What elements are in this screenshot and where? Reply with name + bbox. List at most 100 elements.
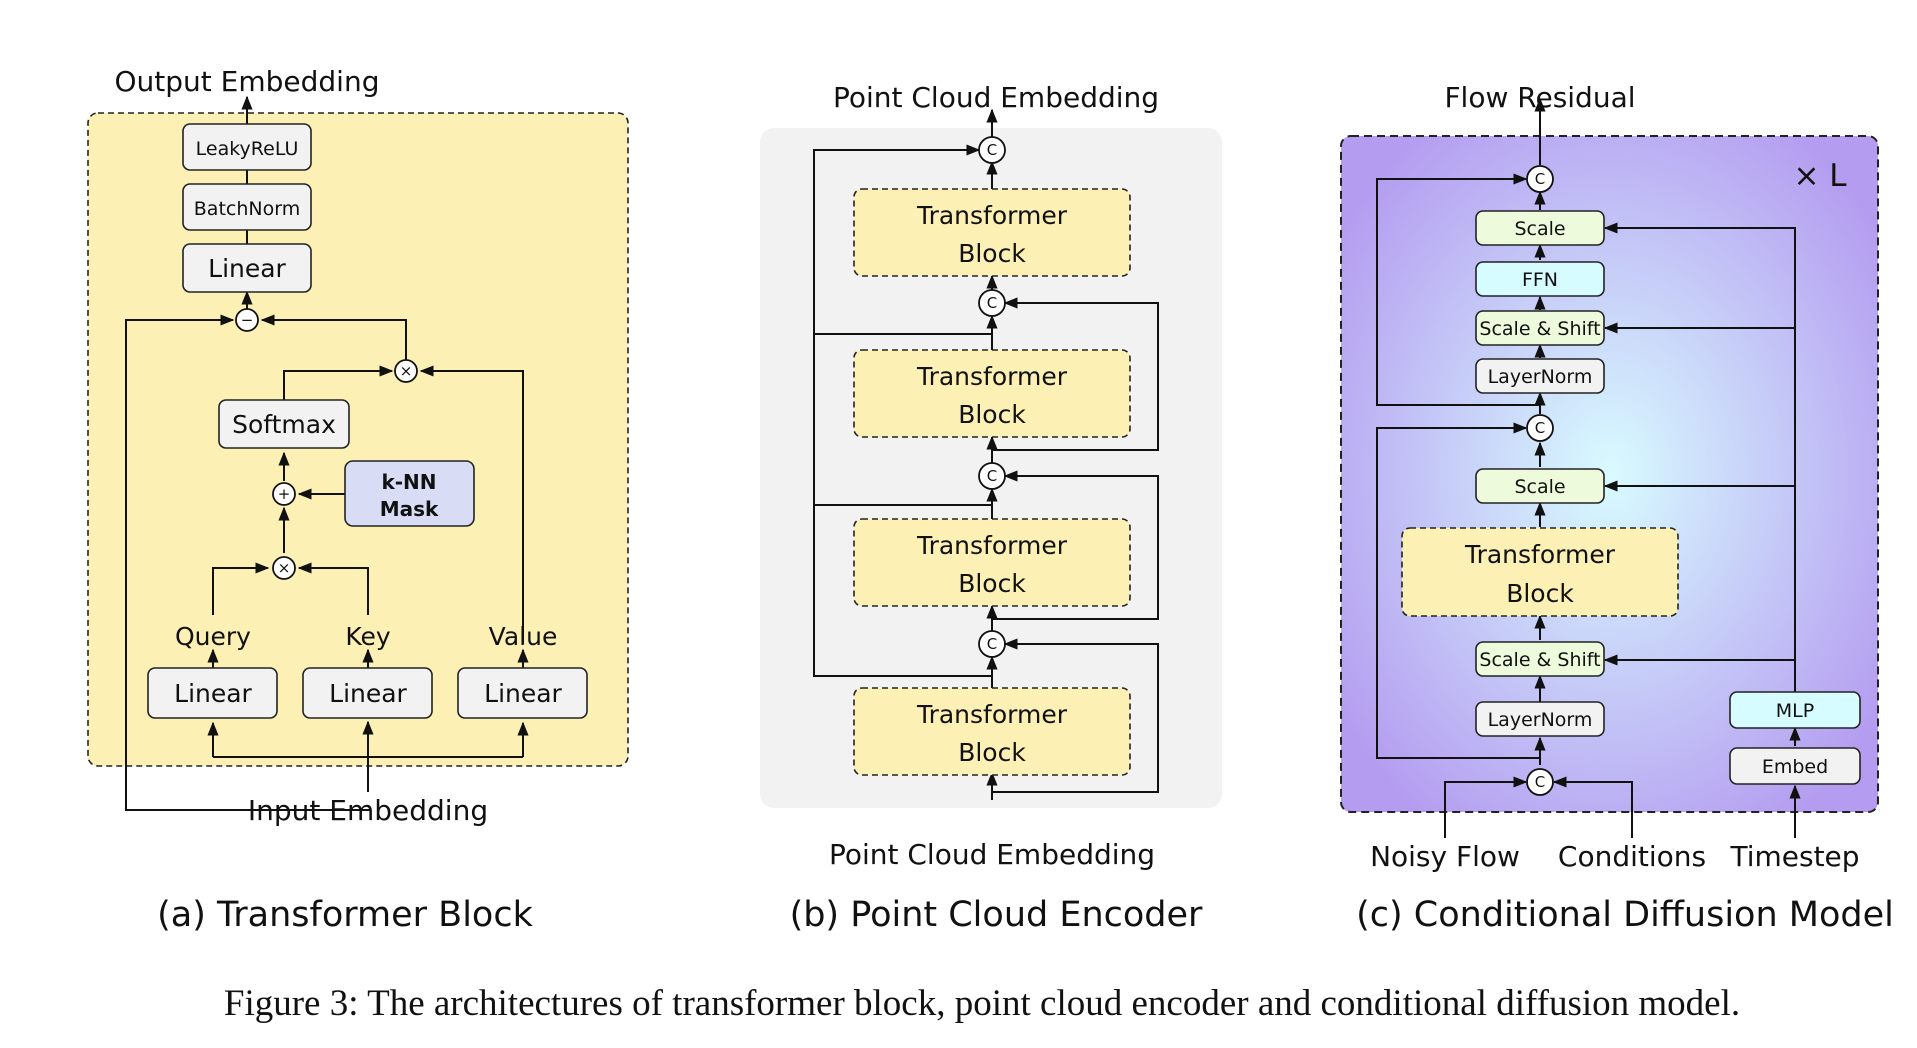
multiply-symbol: × xyxy=(278,559,291,577)
wire-residual xyxy=(125,314,370,811)
linear-top-box: Linear xyxy=(182,243,312,293)
transformer-block-label: Transformer xyxy=(1464,540,1616,569)
repeat-label: × L xyxy=(1793,158,1847,194)
transformer-block-label: Block xyxy=(1506,579,1574,608)
linear-top-label: Linear xyxy=(208,254,286,283)
concat-node: C xyxy=(1526,768,1554,796)
transformer-block-label: Block xyxy=(958,239,1026,268)
conditions-label: Conditions xyxy=(1558,840,1706,873)
concat-node: C xyxy=(978,136,1006,164)
add-symbol: + xyxy=(278,485,291,503)
softmax-box: Softmax xyxy=(218,399,350,449)
scale-top-label: Scale xyxy=(1514,218,1565,240)
wire-residual xyxy=(1376,422,1540,759)
multiply-symbol: × xyxy=(400,362,413,380)
scale-top-box: Scale xyxy=(1475,210,1605,246)
transformer-block-4: Transformer Block xyxy=(853,188,1131,277)
transformer-block-2: Transformer Block xyxy=(853,518,1131,607)
linear-query-label: Linear xyxy=(174,679,252,708)
scale-shift-top-box: Scale & Shift xyxy=(1475,310,1605,346)
concat-symbol: C xyxy=(1535,170,1545,188)
ffn-box: FFN xyxy=(1475,261,1605,297)
scale-mid-box: Scale xyxy=(1475,468,1605,504)
wire-value xyxy=(419,365,524,644)
key-label: Key xyxy=(345,622,391,651)
panel-c-background xyxy=(1340,135,1879,813)
batchnorm-box: BatchNorm xyxy=(182,183,312,231)
concat-node: C xyxy=(1526,414,1554,442)
input-embedding-label: Input Embedding xyxy=(248,794,488,827)
linear-key-label: Linear xyxy=(329,679,407,708)
subtract-symbol: − xyxy=(241,311,254,329)
mlp-box: MLP xyxy=(1729,691,1861,729)
add-operator: + xyxy=(272,482,296,506)
wire-skip xyxy=(992,470,1159,620)
noisy-flow-label: Noisy Flow xyxy=(1370,840,1520,873)
knn-label-line1: k-NN xyxy=(381,470,436,494)
scale-mid-label: Scale xyxy=(1514,476,1565,498)
embed-label: Embed xyxy=(1762,756,1828,778)
concat-node: C xyxy=(978,289,1006,317)
concat-symbol: C xyxy=(987,467,997,485)
panel-conditional-diffusion-model: Scale FFN Scale & Shift LayerNorm Scale … xyxy=(1340,81,1894,935)
multiply-operator-bottom: × xyxy=(272,556,296,580)
embed-box: Embed xyxy=(1729,747,1861,785)
leakyrelu-label: LeakyReLU xyxy=(196,138,299,160)
wire-conditions xyxy=(1552,776,1633,838)
caption-a: (a) Transformer Block xyxy=(157,895,533,935)
caption-c: (c) Conditional Diffusion Model xyxy=(1356,895,1894,935)
wire-collect xyxy=(813,144,992,677)
knn-label-line2: Mask xyxy=(380,497,439,521)
wire xyxy=(212,562,270,615)
linear-value-label: Linear xyxy=(484,679,562,708)
concat-symbol: C xyxy=(1535,773,1545,791)
wire-noisy-flow xyxy=(1444,776,1528,838)
output-embedding-label: Output Embedding xyxy=(115,65,380,98)
wire xyxy=(260,314,407,360)
concat-symbol: C xyxy=(987,141,997,159)
concat-symbol: C xyxy=(987,294,997,312)
transformer-block-label: Block xyxy=(958,400,1026,429)
linear-query-box: Linear xyxy=(147,667,278,719)
query-label: Query xyxy=(175,622,251,651)
flow-residual-label: Flow Residual xyxy=(1444,81,1635,114)
scale-shift-top-label: Scale & Shift xyxy=(1479,318,1600,340)
scale-shift-bottom-box: Scale & Shift xyxy=(1475,641,1605,677)
wire xyxy=(297,562,369,615)
multiply-operator-top: × xyxy=(394,359,418,383)
concat-node: C xyxy=(978,462,1006,490)
transformer-block-label: Transformer xyxy=(916,362,1068,391)
transformer-block-label: Block xyxy=(958,569,1026,598)
wire xyxy=(283,365,394,401)
transformer-block-3: Transformer Block xyxy=(853,349,1131,438)
knn-mask-box: k-NN Mask xyxy=(344,460,475,527)
mlp-label: MLP xyxy=(1776,700,1814,722)
panel-point-cloud-encoder: Transformer Block Transformer Block Tran… xyxy=(760,81,1222,935)
timestep-label: Timestep xyxy=(1729,840,1859,873)
figure-caption: Figure 3: The architectures of transform… xyxy=(224,983,1740,1024)
concat-node: C xyxy=(978,630,1006,658)
concat-symbol: C xyxy=(1535,419,1545,437)
caption-b: (b) Point Cloud Encoder xyxy=(790,895,1203,935)
leakyrelu-box: LeakyReLU xyxy=(182,123,312,171)
linear-value-box: Linear xyxy=(457,667,588,719)
concat-symbol: C xyxy=(987,635,997,653)
transformer-block-1: Transformer Block xyxy=(853,687,1131,776)
transformer-block-c: Transformer Block xyxy=(1401,527,1679,617)
point-cloud-embedding-output-label: Point Cloud Embedding xyxy=(833,81,1159,114)
transformer-block-label: Transformer xyxy=(916,531,1068,560)
batchnorm-label: BatchNorm xyxy=(194,198,300,220)
concat-node: C xyxy=(1526,165,1554,193)
subtract-operator: − xyxy=(235,308,259,332)
wire-skip xyxy=(992,638,1159,793)
wire-residual xyxy=(1376,173,1540,406)
panel-transformer-block: LeakyReLU BatchNorm Linear Softmax k-NN … xyxy=(87,65,629,935)
softmax-label: Softmax xyxy=(232,410,336,439)
point-cloud-embedding-input-label: Point Cloud Embedding xyxy=(829,838,1155,871)
layernorm-bottom-box: LayerNorm xyxy=(1475,701,1605,737)
layernorm-top-box: LayerNorm xyxy=(1475,358,1605,394)
layernorm-bottom-label: LayerNorm xyxy=(1488,709,1593,731)
ffn-label: FFN xyxy=(1522,269,1558,291)
transformer-block-label: Block xyxy=(958,738,1026,767)
